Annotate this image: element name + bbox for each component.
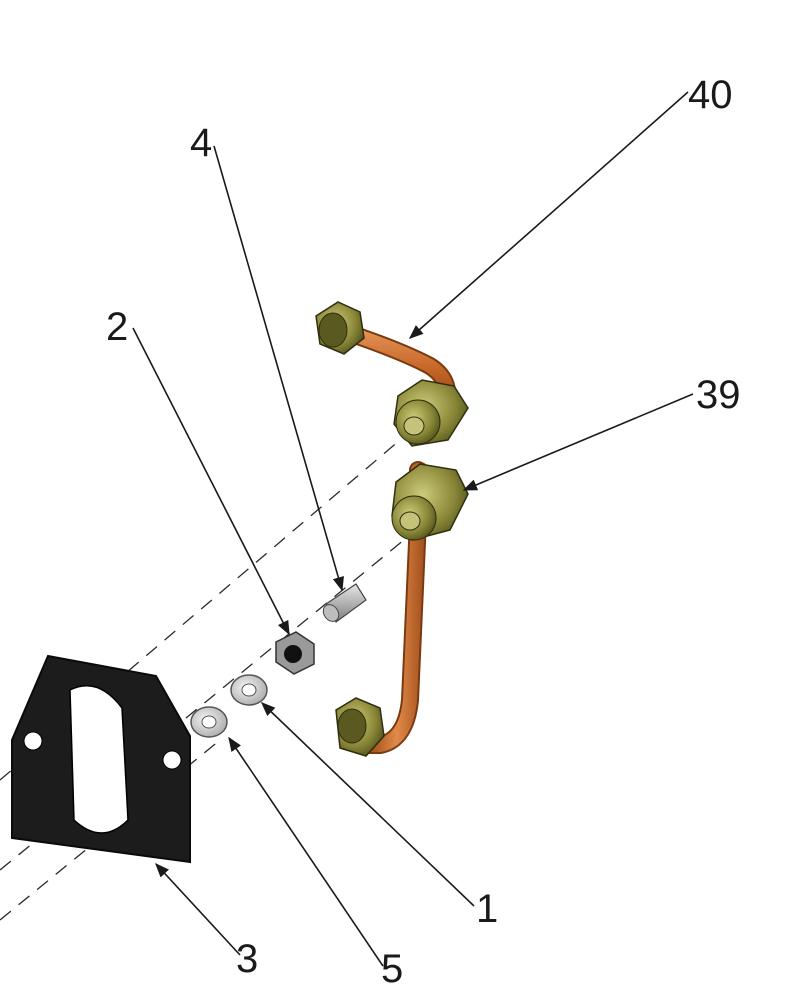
brass-fitting-40-top xyxy=(315,301,365,355)
leader-2 xyxy=(132,327,290,636)
callout-labels: 40 39 4 2 1 5 3 xyxy=(106,73,741,991)
leader-3 xyxy=(155,862,241,956)
hex-nut xyxy=(275,631,315,675)
washer-1 xyxy=(230,674,268,706)
callout-5: 5 xyxy=(381,947,403,991)
callout-1: 1 xyxy=(476,887,498,931)
callout-4: 4 xyxy=(190,121,212,165)
copper-tube-39 xyxy=(335,461,469,757)
leader-lines xyxy=(132,91,694,967)
brass-fitting-40-bottom xyxy=(393,379,469,447)
gasket-plate xyxy=(11,654,191,864)
washer-5 xyxy=(190,706,228,738)
leader-5 xyxy=(228,736,384,967)
leader-39 xyxy=(462,393,694,491)
copper-tube-40 xyxy=(315,301,469,447)
leader-40 xyxy=(408,91,689,339)
leader-4 xyxy=(213,145,344,592)
callout-40: 40 xyxy=(688,73,733,117)
callout-2: 2 xyxy=(106,305,128,349)
brass-fitting-39-bottom xyxy=(335,697,385,757)
centerline-upper xyxy=(0,439,401,781)
callout-3: 3 xyxy=(236,937,258,981)
brass-fitting-39-top xyxy=(391,463,469,541)
callout-39: 39 xyxy=(696,373,741,417)
pin-stud xyxy=(322,583,367,623)
leader-1 xyxy=(260,702,475,907)
